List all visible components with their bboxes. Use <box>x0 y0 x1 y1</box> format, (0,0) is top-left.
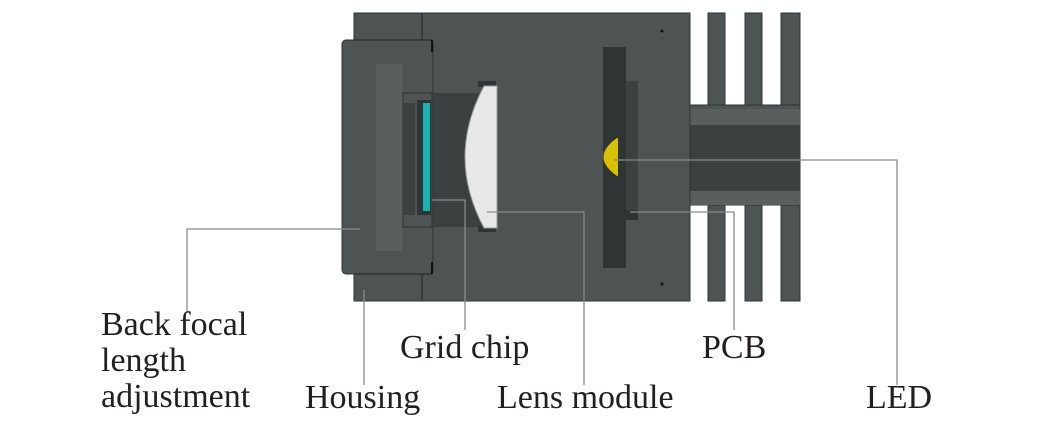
label-housing: Housing <box>305 379 421 416</box>
grid-chip-glass <box>423 103 430 211</box>
heat-sink-core <box>690 125 800 191</box>
heat-sink-fin <box>707 12 726 106</box>
label-grid-chip: Grid chip <box>400 329 530 366</box>
leader-lines <box>186 159 898 385</box>
pcb-mount <box>626 81 638 220</box>
heat-sink-fin <box>707 204 726 302</box>
led <box>603 133 626 181</box>
leader-back-focal <box>186 228 360 312</box>
lens-retainer-top <box>478 81 496 87</box>
housing-front-bore <box>495 93 603 227</box>
lens-module <box>464 81 498 232</box>
led-base <box>618 133 626 181</box>
heat-sink <box>689 12 801 302</box>
corner-mark <box>660 282 664 286</box>
label-line: length <box>101 342 186 379</box>
leader-lens-module <box>487 211 585 385</box>
heat-sink-fin <box>744 204 763 302</box>
leader-pcb <box>630 211 735 330</box>
adjuster-shadow <box>403 103 415 215</box>
leader-led <box>614 159 898 385</box>
lens-element <box>464 85 498 229</box>
pcb <box>603 47 638 268</box>
corner-mark <box>660 29 664 33</box>
label-led: LED <box>866 379 933 416</box>
grid-chip <box>417 100 431 215</box>
heat-sink-fin <box>780 12 801 106</box>
label-line: adjustment <box>101 378 251 415</box>
led-dome <box>603 138 622 176</box>
label-pcb: PCB <box>702 329 767 366</box>
leader-grid-chip <box>432 199 466 330</box>
adjuster-outer <box>376 64 403 251</box>
pcb-tab <box>626 210 638 220</box>
label-back-focal-length-adjustment: Back focal length adjustment <box>101 307 250 415</box>
heat-sink-fin <box>780 204 801 302</box>
lens-retainer-bottom <box>478 226 496 232</box>
label-lens-module: Lens module <box>497 379 674 416</box>
label-line: Back focal <box>101 306 248 343</box>
heat-sink-fin <box>744 12 763 106</box>
